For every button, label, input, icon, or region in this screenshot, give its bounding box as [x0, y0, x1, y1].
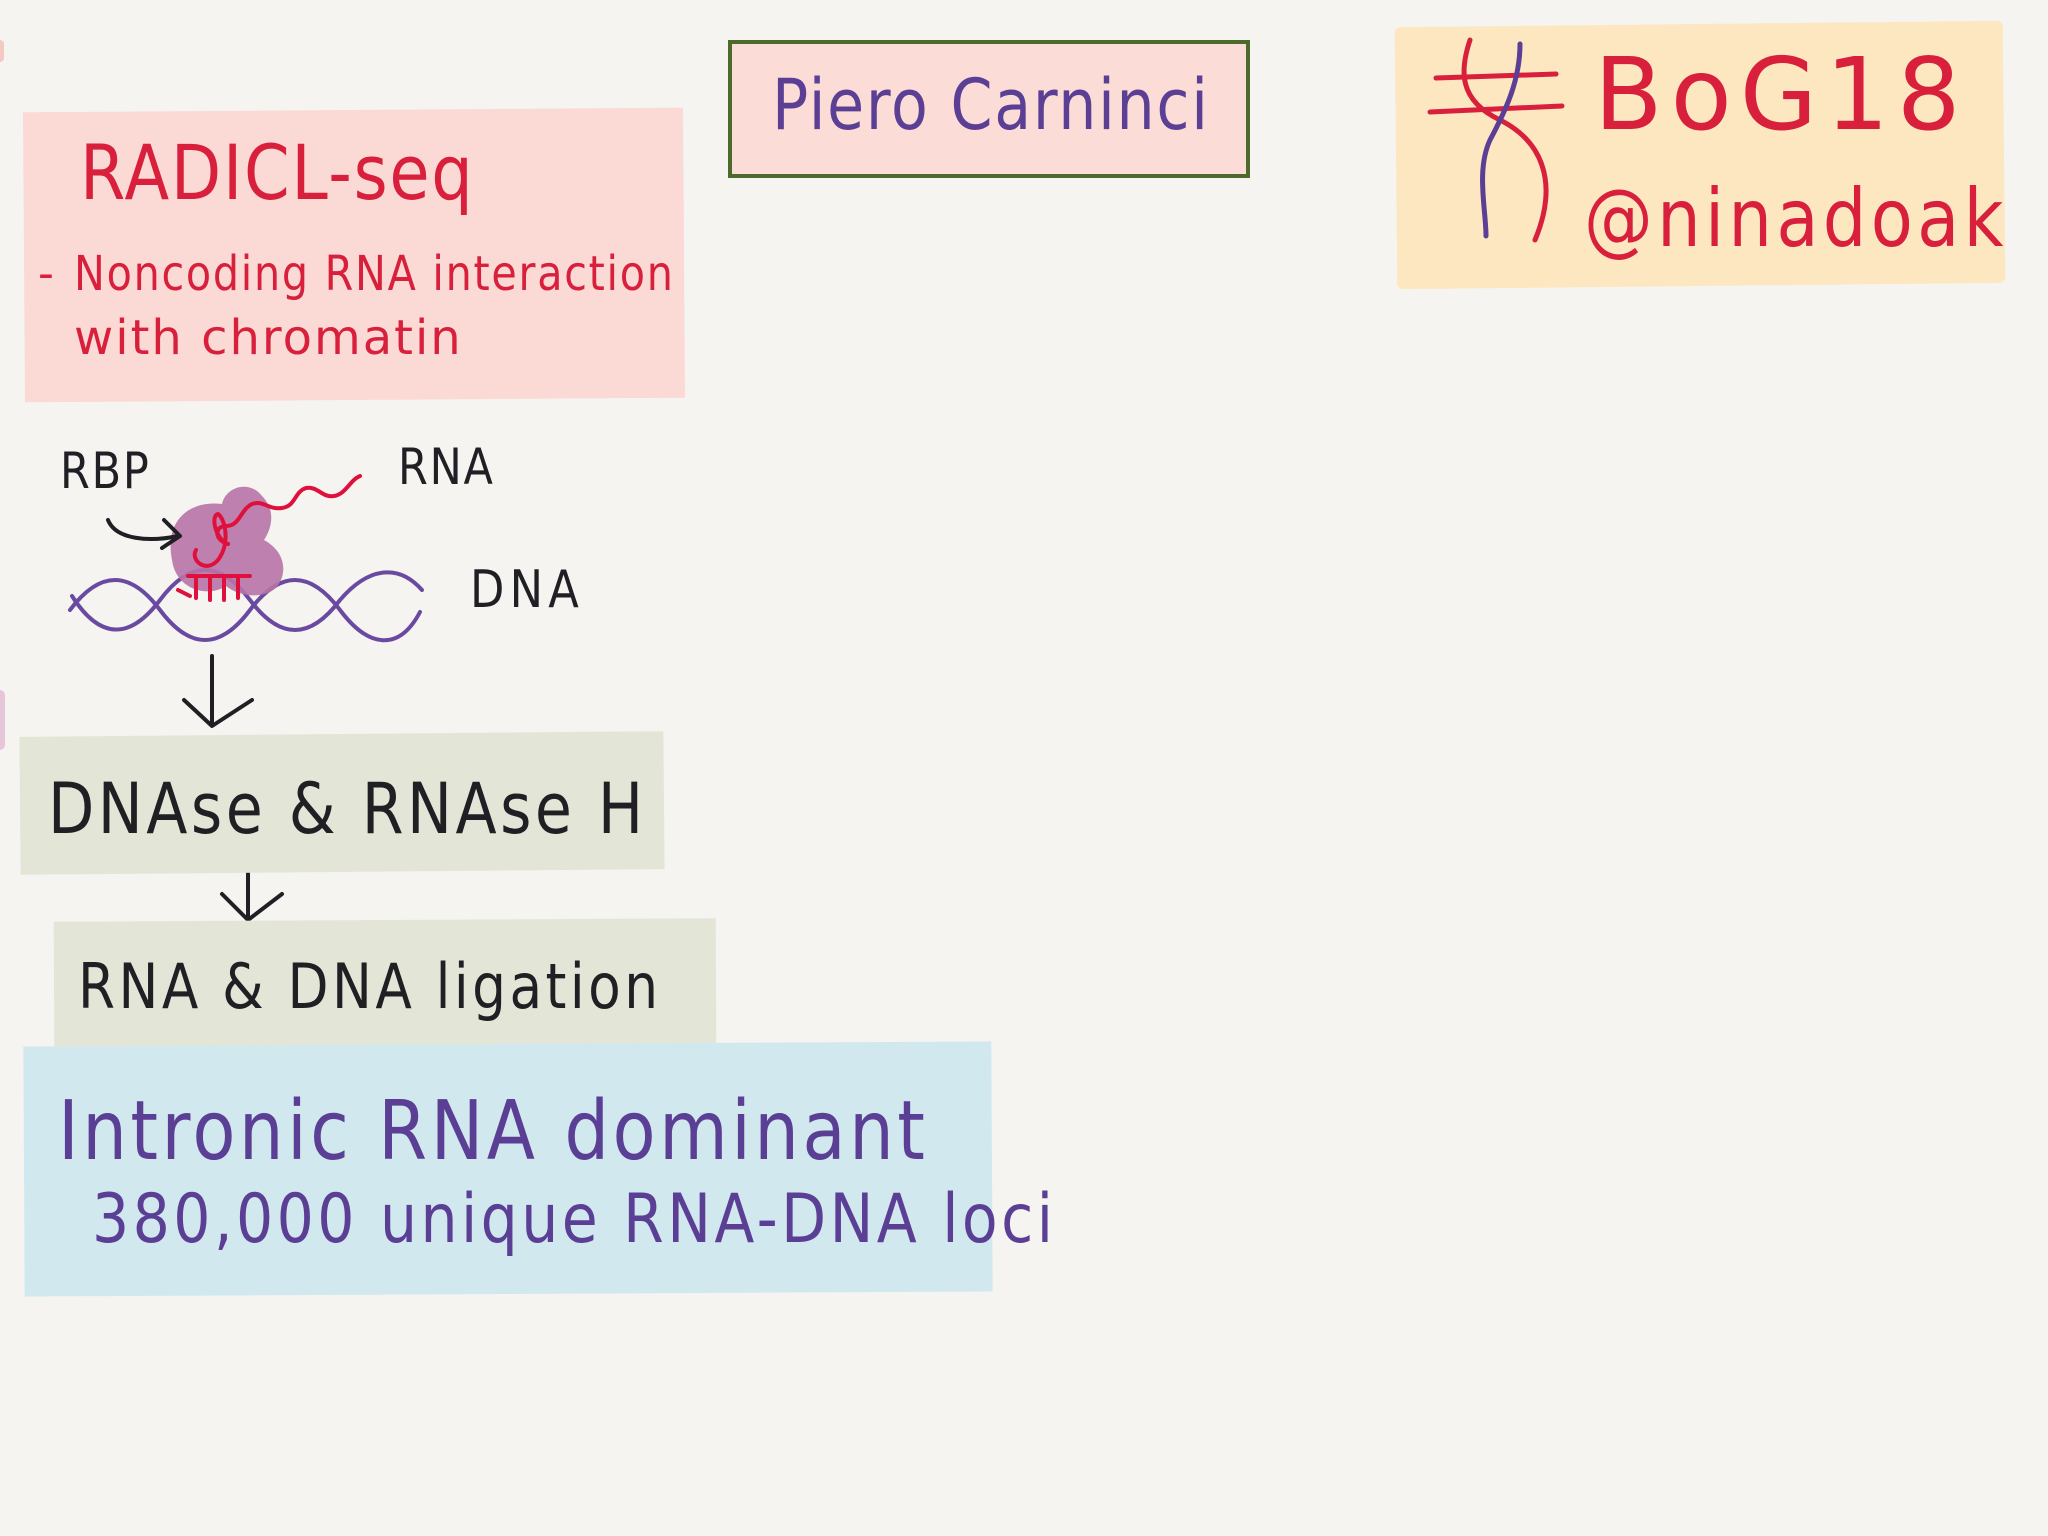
margin-mark-middle — [0, 690, 5, 750]
speaker-box — [728, 40, 1250, 178]
margin-mark-top — [0, 40, 4, 62]
dna-strand-2 — [70, 568, 424, 632]
rna-base-pairs — [176, 574, 252, 602]
step-label-2: RNA & DNA ligation — [78, 950, 662, 1023]
dna-label: DNA — [470, 560, 584, 620]
twitter-handle: @ninadoak — [1584, 172, 2008, 265]
bullet-dash: - — [38, 248, 56, 299]
down-arrow-icon — [182, 654, 254, 728]
rna-label: RNA — [398, 438, 495, 496]
dna-strand-1 — [68, 578, 422, 643]
hashtag-text: BoG18 — [1594, 36, 1969, 153]
results-line2: 380,000 unique RNA-DNA loci — [92, 1180, 1057, 1259]
rbp-arrow-head — [160, 518, 182, 550]
intro-title: RADICL-seq — [80, 128, 475, 217]
step-label-1: DNAse & RNAse H — [48, 768, 647, 850]
results-line1: Intronic RNA dominant — [58, 1084, 929, 1179]
rbp-arrow — [106, 518, 180, 541]
intro-bullet-line2: with chromatin — [74, 310, 463, 366]
rbp-label: RBP — [60, 442, 151, 500]
intro-bullet-line1: Noncoding RNA interaction — [74, 246, 675, 302]
speaker-name: Piero Carninci — [772, 64, 1210, 146]
rna-loop — [192, 512, 230, 568]
